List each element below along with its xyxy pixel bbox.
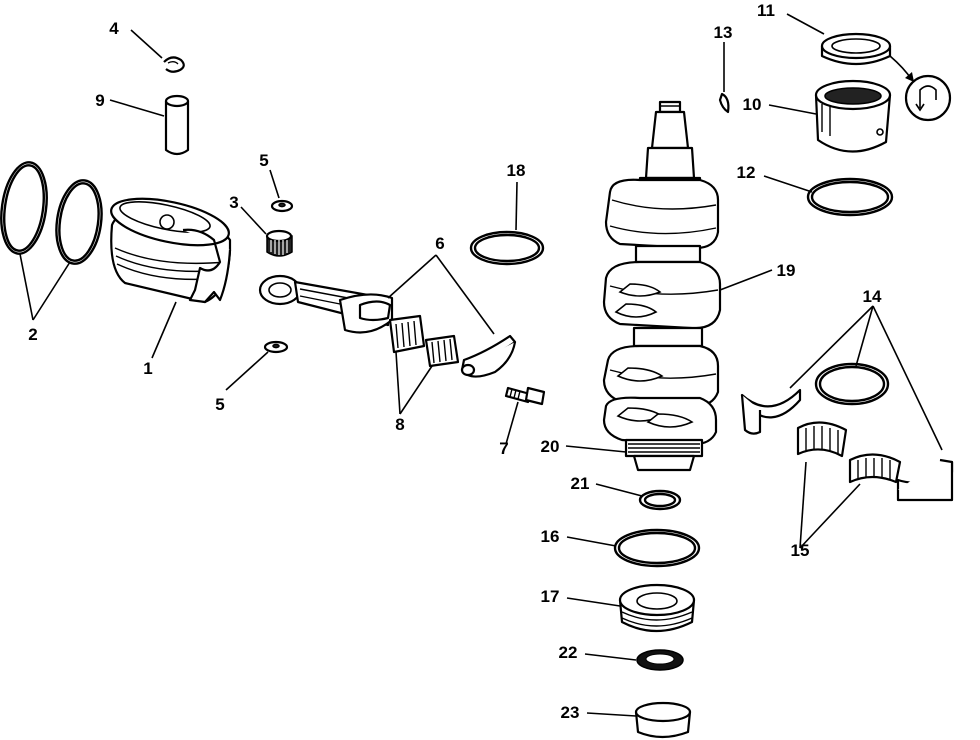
connecting-rod [258,274,394,334]
part-19-crankshaft [602,100,722,472]
part-23-bearing-sleeve [634,701,692,739]
callout-19: 19 [777,261,796,280]
callout-9: 9 [95,91,104,110]
callout-5-upper: 5 [259,151,268,170]
part-5-upper-washer [270,199,294,213]
part-15-main-bearing-cages [796,421,902,484]
apply-sealant-icon [889,55,952,122]
callout-7: 7 [499,439,508,458]
rod-cap [460,334,517,378]
part-5-lower-washer [263,340,289,354]
part-12-o-ring [806,177,894,217]
callout-10: 10 [743,95,762,114]
part-17-seal-housing [618,583,696,632]
leader-lines [19,13,943,717]
callout-18: 18 [507,161,526,180]
callout-3: 3 [229,193,238,212]
part-13-woodruff-key [718,92,730,114]
callout-13: 13 [714,23,733,42]
callout-20: 20 [541,437,560,456]
part-1-piston [110,197,232,304]
part-7-rod-cap-screw [504,386,546,406]
callout-12: 12 [737,163,756,182]
callout-16: 16 [541,527,560,546]
part-10-upper-bearing [814,79,892,153]
callout-2: 2 [28,325,37,344]
callout-8: 8 [395,415,404,434]
part-8-rod-bearing-cages [388,314,460,368]
callout-4: 4 [109,19,119,38]
callout-6: 6 [435,234,444,253]
callout-23: 23 [561,703,580,722]
part-2-piston-rings [0,161,103,265]
part-22-seal [636,649,684,671]
callout-14: 14 [863,287,882,306]
callout-17: 17 [541,587,560,606]
part-4-retaining-clip [163,56,185,73]
part-11-seal [820,32,892,66]
part-3-needle-bearing [265,229,293,257]
callout-labels: 4 9 2 1 3 5 5 6 8 7 18 11 13 10 12 19 14… [28,1,882,722]
part-18-o-ring [469,230,545,266]
callout-11: 11 [757,1,775,20]
part-9-piston-pin [164,94,190,156]
part-16-o-ring [613,528,701,568]
part-21-retaining-ring [638,489,682,511]
callout-1: 1 [143,359,152,378]
part-14-main-bearing-races [740,362,954,502]
callout-22: 22 [559,643,578,662]
callout-15: 15 [791,541,810,560]
callout-21: 21 [571,474,590,493]
callout-5-lower: 5 [215,395,224,414]
